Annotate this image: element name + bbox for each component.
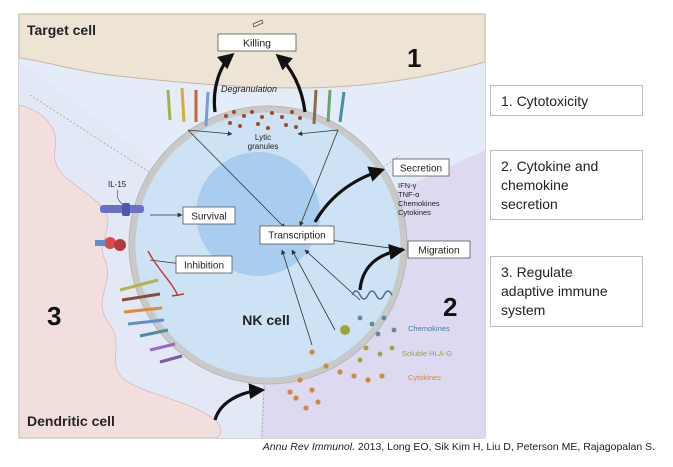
degranulation-label: Degranulation <box>221 84 277 94</box>
summary-box-adaptive-immunity: 3. Regulate adaptive immune system <box>490 256 643 327</box>
pencil-icon <box>252 19 264 28</box>
section-number-2: 2 <box>443 292 457 322</box>
chemokine-receptor <box>351 290 393 300</box>
section-number-3: 3 <box>47 301 61 331</box>
secretion-product-cytokines: Cytokines <box>398 208 431 217</box>
curved-arrows <box>212 52 406 421</box>
soluble-hla-g-label: Soluble HLA-G <box>402 349 452 358</box>
chemokines-label: Chemokines <box>408 324 450 333</box>
survival-label: Survival <box>191 212 227 223</box>
secretion-product-chemokines: Chemokines <box>398 199 440 208</box>
section-number-1: 1 <box>407 43 421 73</box>
secretion-product-tnf: TNF-α <box>398 190 420 199</box>
granules-label: granules <box>248 142 279 151</box>
inhibition-box: Inhibition <box>175 255 233 274</box>
cytokine-dots <box>287 349 385 411</box>
secretion-products: IFN-γ TNF-α Chemokines Cytokines <box>398 181 440 217</box>
nk-cell-membrane <box>128 105 408 385</box>
dendritic-cell-label: Dendritic cell <box>27 413 115 429</box>
secretion-label: Secretion <box>400 164 442 175</box>
il15-label: IL-15 <box>108 180 127 189</box>
killing-label: Killing <box>243 38 271 50</box>
migration-label: Migration <box>418 246 459 257</box>
chemokine-dots <box>357 315 397 337</box>
soluble-hla-g-dots <box>340 325 395 363</box>
il15-receptor <box>100 203 144 216</box>
citation: Annu Rev Immunol. 2013, Long EO, Sik Kim… <box>263 441 655 453</box>
citation-details: . 2013, Long EO, Sik Kim H, Liu D, Peter… <box>352 441 655 453</box>
migration-box: Migration <box>407 240 471 259</box>
dendritic-cell-shape <box>19 104 222 438</box>
summary-box-cytotoxicity: 1. Cytotoxicity <box>490 85 643 116</box>
secretion-product-ifn: IFN-γ <box>398 181 417 190</box>
target-cell-label: Target cell <box>27 22 96 38</box>
inhibitory-receptor <box>95 237 126 251</box>
inhibition-line <box>147 250 179 297</box>
secretion-box: Secretion <box>392 158 450 177</box>
killing-box: Killing <box>217 33 297 52</box>
nucleus <box>196 152 320 276</box>
synapse-receptors-right <box>312 89 346 125</box>
inhibition-label: Inhibition <box>184 261 224 272</box>
lytic-label: Lytic <box>255 133 271 142</box>
lytic-granules <box>224 110 302 130</box>
citation-journal: Annu Rev Immunol <box>262 441 353 453</box>
cytokines-label: Cytokines <box>408 373 441 382</box>
synapse-receptors-left <box>166 87 210 127</box>
transcription-label: Transcription <box>268 231 325 242</box>
nk-cell-label: NK cell <box>242 312 289 328</box>
dendritic-receptors <box>119 278 183 364</box>
summary-box-cytokine-secretion: 2. Cytokine and chemokine secretion <box>490 150 643 220</box>
survival-box: Survival <box>182 206 236 225</box>
transcription-box: Transcription <box>259 225 335 245</box>
